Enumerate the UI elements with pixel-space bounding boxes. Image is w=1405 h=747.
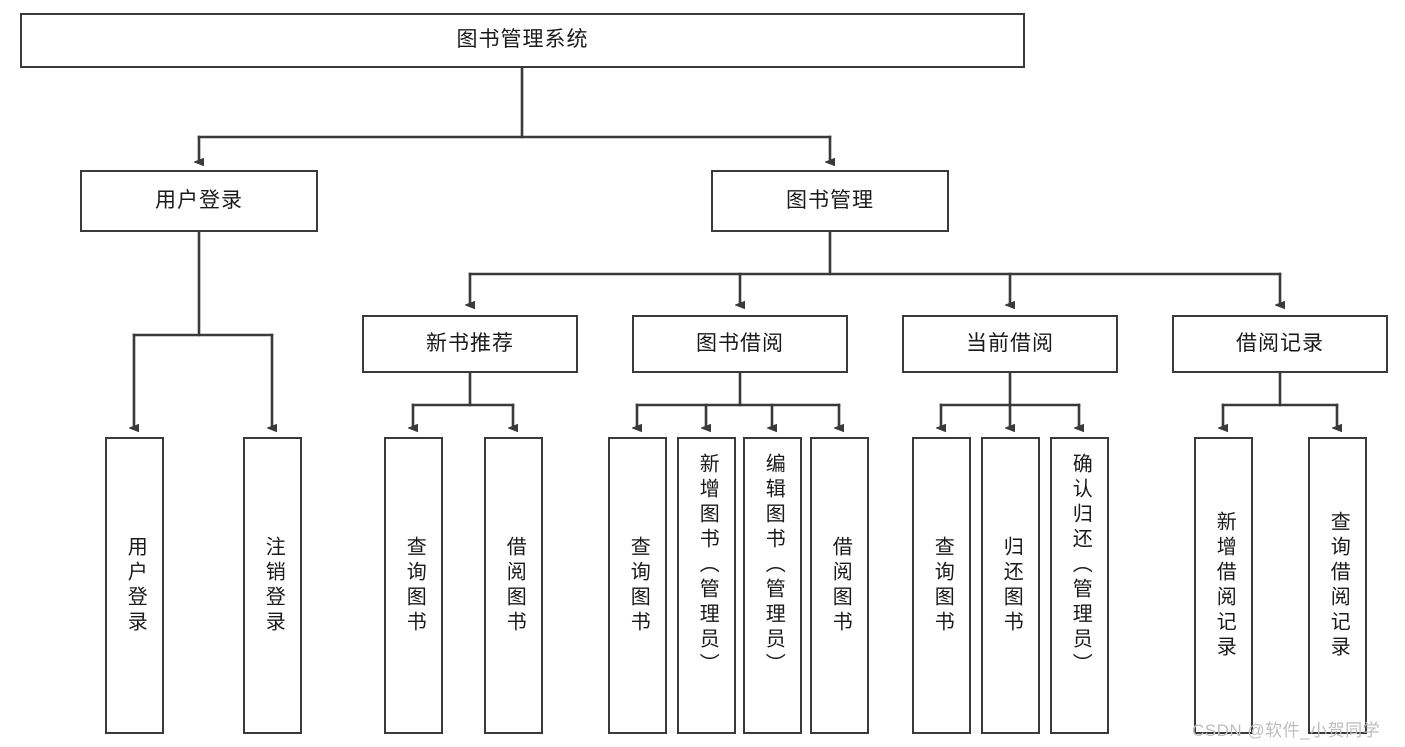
- node-label: 注销登录: [262, 535, 285, 636]
- node-label: 新增图书（管理员）: [696, 453, 719, 678]
- node-label: 查询借阅记录: [1327, 510, 1350, 661]
- leaf-add-book[interactable]: 新增图书（管理员）: [677, 437, 736, 734]
- node-book-manage[interactable]: 图书管理: [711, 170, 949, 232]
- leaf-query-record[interactable]: 查询借阅记录: [1308, 437, 1367, 734]
- node-current-borrow[interactable]: 当前借阅: [902, 315, 1118, 373]
- node-user-login[interactable]: 用户登录: [80, 170, 318, 232]
- node-new-book-recommend[interactable]: 新书推荐: [362, 315, 578, 373]
- node-label: 图书借阅: [696, 331, 784, 355]
- node-label: 图书管理: [786, 188, 874, 212]
- node-label: 查询图书: [931, 535, 954, 636]
- node-label: 图书管理系统: [456, 28, 589, 52]
- leaf-query-book-2[interactable]: 查询图书: [608, 437, 667, 734]
- leaf-user-login[interactable]: 用户登录: [105, 437, 164, 734]
- leaf-query-book-3[interactable]: 查询图书: [912, 437, 971, 734]
- node-label: 借阅记录: [1236, 331, 1324, 355]
- node-book-management-system[interactable]: 图书管理系统: [20, 13, 1025, 68]
- node-borrow-record[interactable]: 借阅记录: [1172, 315, 1388, 373]
- node-label: 新增借阅记录: [1213, 510, 1236, 661]
- node-label: 编辑图书（管理员）: [762, 453, 785, 678]
- leaf-borrow-book-2[interactable]: 借阅图书: [810, 437, 869, 734]
- leaf-user-logout[interactable]: 注销登录: [243, 437, 302, 734]
- node-label: 用户登录: [124, 535, 147, 636]
- leaf-confirm-return[interactable]: 确认归还（管理员）: [1050, 437, 1109, 734]
- leaf-query-book-1[interactable]: 查询图书: [384, 437, 443, 734]
- leaf-borrow-book-1[interactable]: 借阅图书: [484, 437, 543, 734]
- node-label: 归还图书: [1000, 535, 1023, 636]
- csdn-watermark: CSDN @软件_小贺同学: [1192, 721, 1381, 740]
- node-book-borrow[interactable]: 图书借阅: [632, 315, 848, 373]
- leaf-return-book[interactable]: 归还图书: [981, 437, 1040, 734]
- node-label: 借阅图书: [829, 535, 852, 636]
- node-label: 确认归还（管理员）: [1069, 453, 1092, 678]
- node-label: 新书推荐: [426, 331, 514, 355]
- node-label: 查询图书: [627, 535, 650, 636]
- leaf-add-record[interactable]: 新增借阅记录: [1194, 437, 1253, 734]
- node-label: 借阅图书: [503, 535, 526, 636]
- node-label: 当前借阅: [966, 331, 1054, 355]
- node-label: 用户登录: [155, 188, 243, 212]
- leaf-edit-book[interactable]: 编辑图书（管理员）: [743, 437, 802, 734]
- node-label: 查询图书: [403, 535, 426, 636]
